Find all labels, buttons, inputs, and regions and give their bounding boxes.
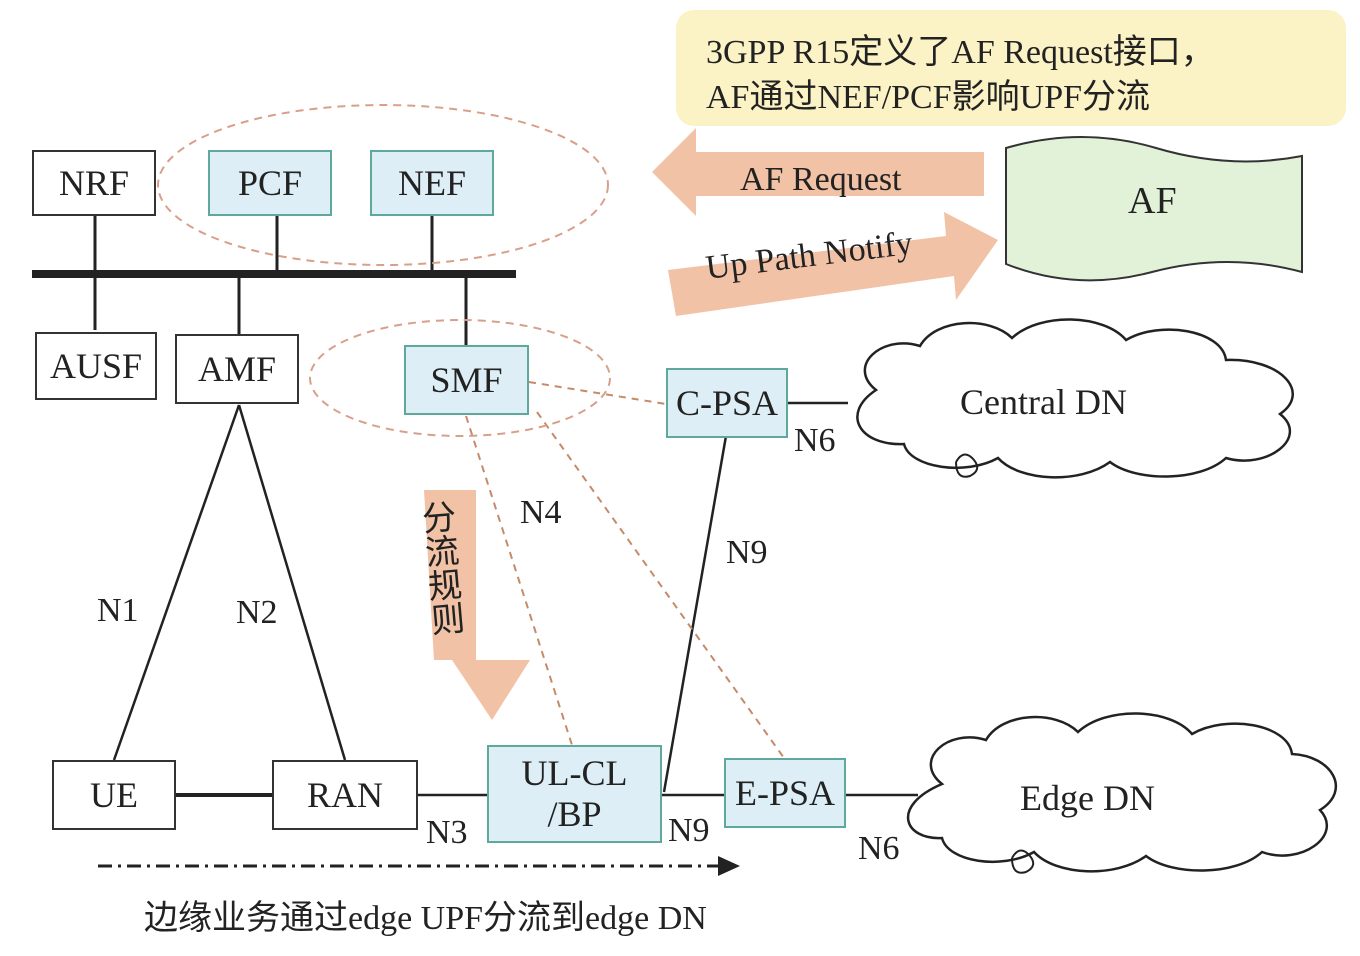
ran-label: RAN	[306, 775, 383, 815]
nrf-node: NRF	[32, 150, 156, 216]
smf-ulcl-n4	[465, 415, 573, 746]
n4-label: N4	[520, 494, 562, 531]
af-label: AF	[1128, 180, 1177, 222]
n9-horizontal-label: N9	[668, 812, 710, 849]
nef-label: NEF	[397, 163, 466, 203]
ul-cl-label-line1: UL-CL	[521, 752, 628, 793]
offload-rule-arrow	[424, 490, 530, 720]
edge-dn-cloud-swirl	[1011, 849, 1035, 874]
n6-central-label: N6	[794, 422, 836, 459]
ue-label: UE	[90, 775, 138, 815]
diagram-caption: 边缘业务通过edge UPF分流到edge DN	[144, 900, 707, 937]
smf-epsa-n4	[536, 411, 785, 759]
edge-dn-label: Edge DN	[1020, 778, 1155, 818]
central-dn-cloud	[856, 318, 1294, 479]
af-request-arrow	[652, 128, 984, 216]
n2-link	[237, 404, 347, 761]
c-psa-node: C-PSA	[666, 368, 788, 438]
amf-node: AMF	[175, 334, 299, 404]
e-psa-label: E-PSA	[734, 773, 836, 813]
smf-cpsa-n4	[528, 381, 667, 405]
af-request-label: AF Request	[740, 161, 902, 198]
n2-label: N2	[236, 594, 278, 631]
n9-vertical-link	[662, 435, 728, 793]
ue-node: UE	[52, 760, 176, 830]
amf-label: AMF	[197, 349, 277, 389]
ran-node: RAN	[272, 760, 418, 830]
n1-link	[112, 404, 241, 761]
ul-cl-node: UL-CL /BP	[487, 745, 662, 843]
nef-node: NEF	[370, 150, 494, 216]
n3-label: N3	[426, 814, 468, 851]
af-shape	[1005, 136, 1303, 282]
ul-cl-label-line2: /BP	[547, 794, 602, 834]
c-psa-label: C-PSA	[675, 383, 779, 423]
pcf-node: PCF	[208, 150, 332, 216]
central-dn-cloud-swirl	[955, 453, 979, 478]
pcf-nef-ellipse	[157, 104, 609, 266]
callout-box: 3GPP R15定义了AF Request接口， AF通过NEF/PCF影响UP…	[676, 10, 1346, 126]
ausf-label: AUSF	[49, 346, 143, 386]
smf-node: SMF	[404, 345, 529, 415]
flow-arrow-head	[718, 856, 740, 876]
smf-ellipse	[309, 319, 611, 437]
smf-label: SMF	[430, 360, 503, 400]
callout-line-1: 3GPP R15定义了AF Request接口，	[706, 34, 1215, 71]
callout-line-2: AF通过NEF/PCF影响UPF分流	[706, 79, 1151, 116]
e-psa-node: E-PSA	[724, 758, 846, 828]
central-dn-label: Central DN	[960, 382, 1127, 422]
pcf-label: PCF	[237, 163, 303, 203]
n6-edge-label: N6	[858, 830, 900, 867]
n9-vertical-label: N9	[726, 534, 768, 571]
n1-label: N1	[97, 592, 139, 629]
edge-dn-cloud	[907, 712, 1338, 873]
nrf-label: NRF	[58, 163, 130, 203]
ausf-node: AUSF	[35, 332, 157, 400]
up-path-notify-arrow	[668, 212, 998, 316]
